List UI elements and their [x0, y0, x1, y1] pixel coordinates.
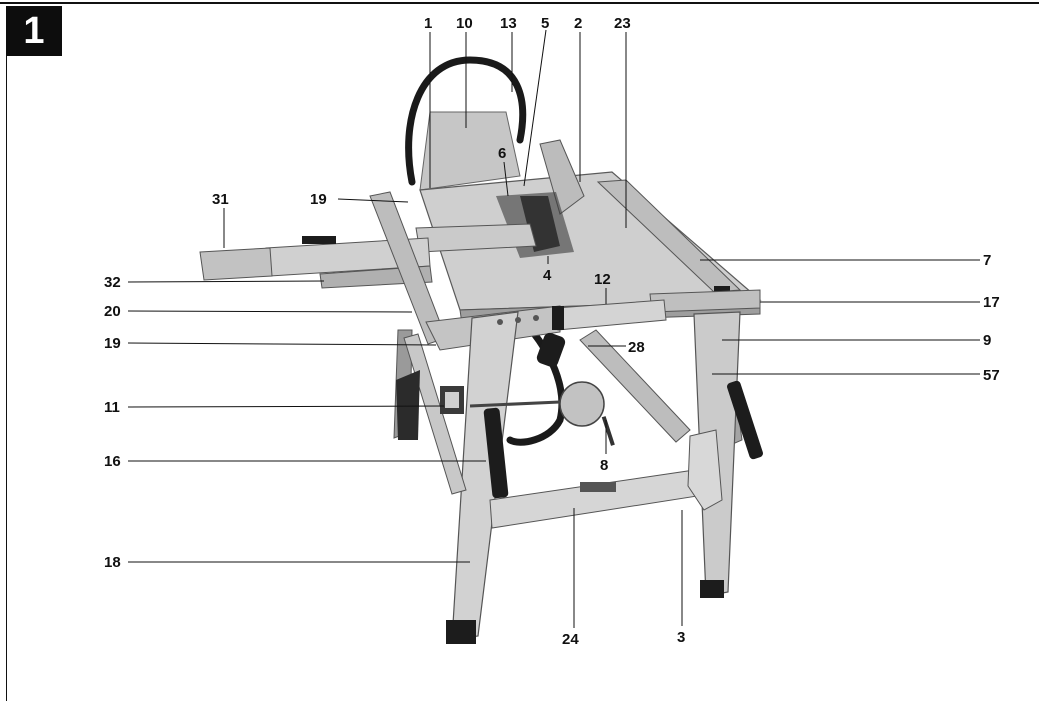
frame-left-border: [6, 56, 7, 701]
callout-5: 5: [541, 15, 549, 32]
callout-8: 8: [600, 457, 608, 474]
lower-cross-brace: [489, 467, 711, 529]
leg-front-left: [451, 311, 519, 641]
figure-number-badge: 1: [6, 6, 62, 56]
callout-28: 28: [628, 339, 645, 356]
tilt-handle: [601, 416, 615, 446]
bolt: [497, 319, 503, 325]
parallel-fence-rail: [596, 179, 742, 293]
callout-3: 3: [677, 629, 685, 646]
callout-11: 11: [104, 399, 120, 416]
callout-57: 57: [983, 367, 1000, 384]
callout-7: 7: [983, 252, 991, 269]
fence-bar-cap: [552, 306, 564, 330]
callout-18: 18: [104, 554, 121, 571]
height-crank-wheel: [559, 381, 605, 427]
callout-13: 13: [500, 15, 517, 32]
frame-top-border: [0, 2, 1039, 4]
callouts: 1 10 13 5 2 23 6 31 19 32 20 19 11 16 18…: [104, 15, 1000, 648]
callout-6: 6: [498, 145, 506, 162]
callout-23: 23: [614, 15, 631, 32]
bolt: [533, 315, 539, 321]
on-off-switch: [536, 332, 566, 368]
push-stick: [687, 429, 723, 511]
callout-1: 1: [424, 15, 432, 32]
brace-bracket: [580, 482, 616, 492]
left-lower-leg: [396, 370, 420, 440]
extension-clamp: [302, 236, 336, 244]
callout-17: 17: [983, 294, 1000, 311]
callout-9: 9: [983, 332, 991, 349]
callout-12: 12: [594, 271, 611, 288]
callout-19-upper: 19: [310, 191, 327, 208]
foot-front-right: [700, 580, 724, 598]
transport-handle: [483, 407, 509, 499]
callout-32: 32: [104, 274, 121, 291]
foot-front-left: [446, 620, 476, 644]
callout-4: 4: [543, 267, 552, 284]
side-bracket-inner: [445, 392, 459, 408]
callout-2: 2: [574, 15, 582, 32]
sliding-table-extension: [199, 247, 273, 281]
saw-illustration: [199, 56, 763, 644]
blade-guard: [539, 139, 585, 215]
callout-16: 16: [104, 453, 121, 470]
table-extension-right: [649, 289, 761, 313]
callout-20: 20: [104, 303, 121, 320]
callout-10: 10: [456, 15, 473, 32]
callout-24: 24: [562, 631, 579, 648]
callout-19-lower: 19: [104, 335, 121, 352]
bolt: [515, 317, 521, 323]
right-handle: [727, 380, 763, 460]
callout-31: 31: [212, 191, 229, 208]
leader-lines: [127, 29, 980, 628]
rear-extension-table: [419, 111, 521, 191]
diagonal-strut: [579, 329, 691, 443]
crank-rod: [469, 400, 561, 408]
